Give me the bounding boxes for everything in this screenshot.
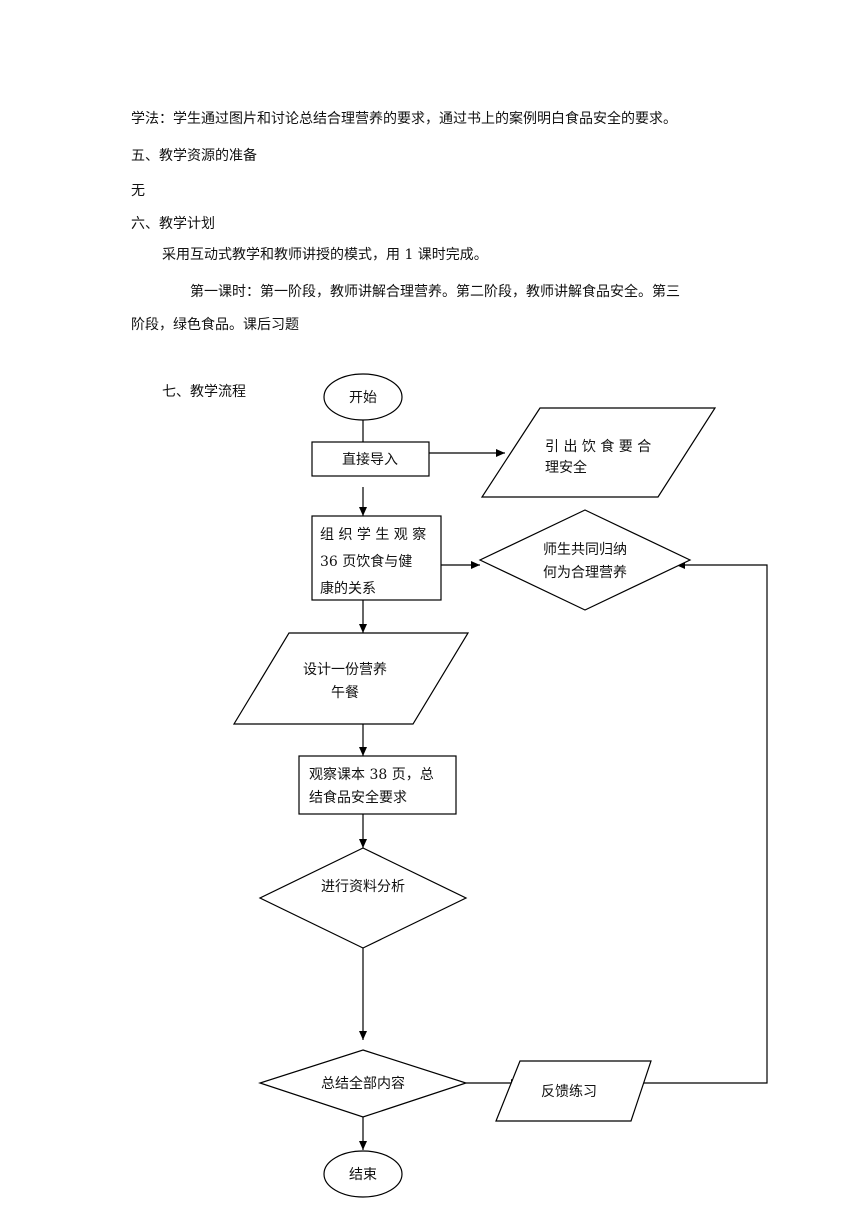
observe-label-1: 组 织 学 生 观 察: [320, 526, 426, 543]
start-terminal: [323, 373, 403, 421]
summary-decision: [258, 1049, 468, 1118]
textbook-label-2: 结食品安全要求: [309, 789, 407, 806]
design-parallelogram: [232, 632, 470, 725]
plan-line-2: 第一课时：第一阶段，教师讲解合理营养。第二阶段，教师讲解食品安全。第三: [190, 284, 680, 300]
textbook-box: [298, 755, 457, 815]
plan-line-1: 采用互动式教学和教师讲授的模式，用 1 课时完成。: [162, 247, 488, 263]
leadout-label-1: 引 出 饮 食 要 合: [545, 438, 651, 455]
plan-line-3: 阶段，绿色食品。课后习题: [131, 317, 299, 333]
observe-box: [311, 515, 442, 601]
start-label: 开始: [349, 390, 377, 406]
section-six-heading: 六、教学计划: [131, 216, 215, 232]
summarize-label-1: 师生共同归纳: [543, 541, 627, 558]
observe-label-3: 康的关系: [320, 580, 376, 597]
textbook-label-1: 观察课本 38 页，总: [309, 766, 434, 783]
analysis-label: 进行资料分析: [321, 879, 405, 895]
direct-intro-label: 直接导入: [342, 451, 398, 468]
summary-label: 总结全部内容: [321, 1075, 405, 1092]
feedback-parallelogram: [495, 1060, 652, 1122]
design-label-1: 设计一份营养: [303, 662, 387, 678]
end-label: 结束: [349, 1167, 377, 1183]
end-terminal: [323, 1150, 403, 1198]
design-label-2: 午餐: [331, 685, 359, 701]
observe-label-2: 36 页饮食与健: [320, 553, 412, 570]
direct-intro-box: [311, 441, 430, 477]
summarize-label-2: 何为合理营养: [543, 565, 627, 581]
resource-none-text: 无: [131, 183, 145, 199]
learning-method-text: 学法：学生通过图片和讨论总结合理营养的要求，通过书上的案例明白食品安全的要求。: [131, 111, 677, 127]
leadout-parallelogram: [480, 407, 717, 498]
section-five-heading: 五、教学资源的准备: [131, 148, 257, 164]
leadout-label-2: 理安全: [545, 459, 587, 476]
analysis-decision: [258, 847, 468, 949]
summarize-decision: [478, 509, 692, 611]
section-seven-heading: 七、教学流程: [162, 384, 246, 400]
arrow-feedback-to-summarize: [630, 561, 768, 1084]
feedback-label: 反馈练习: [541, 1084, 597, 1100]
